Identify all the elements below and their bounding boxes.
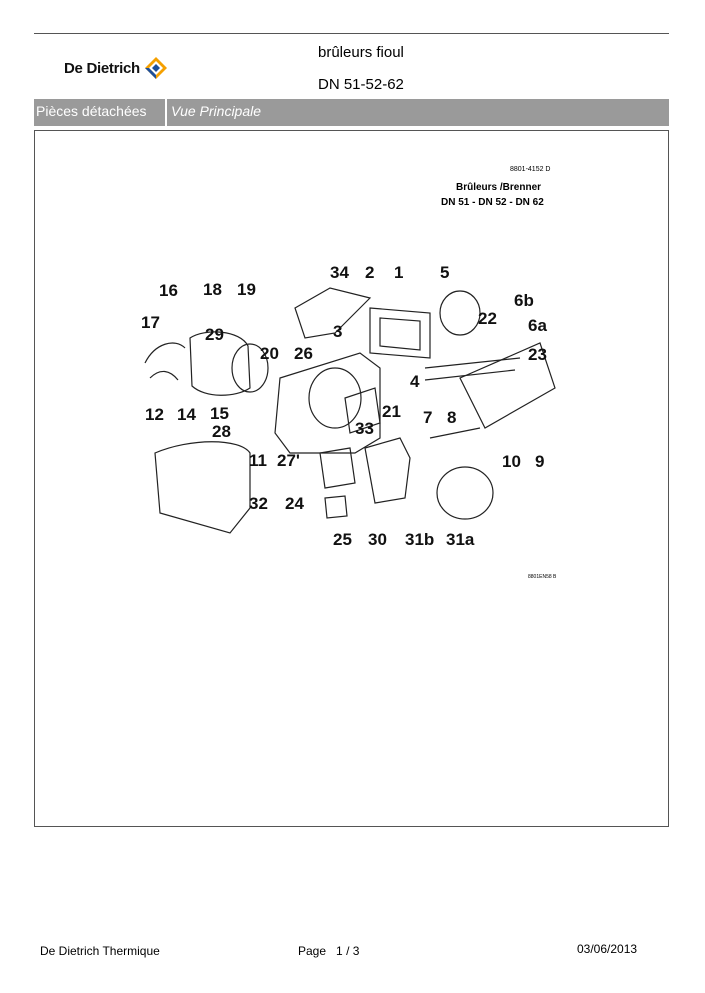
part-label: 19 — [237, 280, 256, 299]
section-bar: Pièces détachées Vue Principale — [34, 99, 669, 126]
logo-diamond-icon — [144, 57, 167, 79]
page-separator: / — [346, 944, 350, 958]
control-box — [364, 437, 411, 504]
part-label: 29 — [205, 325, 224, 344]
part-label: 24 — [285, 494, 304, 513]
drawing-code: 8801EN58 B — [528, 574, 557, 580]
section-label: Pièces détachées — [36, 103, 147, 119]
footer-company: De Dietrich Thermique — [40, 944, 160, 958]
part-callouts: 34 2 1 5 16 18 19 6b 17 29 3 22 6a 20 26… — [141, 263, 547, 549]
footer-date: 03/06/2013 — [577, 942, 638, 956]
doc-subtitle: DN 51-52-62 — [318, 76, 404, 93]
page-total: 3 — [352, 944, 360, 958]
part-label: 15 — [210, 404, 229, 423]
part-label: 33 — [355, 419, 374, 438]
part-label: 27' — [277, 451, 300, 470]
part-label: 16 — [159, 281, 178, 300]
part-label: 28 — [212, 422, 231, 441]
part-label: 5 — [440, 263, 449, 282]
blast-tube — [459, 342, 556, 429]
part-label: 17 — [141, 313, 160, 332]
part-label: 2 — [365, 263, 374, 282]
drawing-ref: 8801-4152 D — [510, 166, 551, 173]
part-label: 9 — [535, 452, 544, 471]
electronic-box — [344, 387, 381, 434]
fan-wheel — [231, 343, 269, 393]
part-label: 31b — [405, 530, 434, 549]
drawing-title: Brûleurs /Brenner — [456, 182, 542, 193]
part-label: 26 — [294, 344, 313, 363]
page-current: 1 — [336, 944, 343, 958]
drawing-frame — [34, 130, 669, 827]
section-divider — [165, 99, 167, 126]
burner-parts-drawing — [144, 287, 556, 534]
view-label: Vue Principale — [171, 103, 262, 119]
part-label: 3 — [333, 322, 342, 341]
header-rule — [34, 33, 669, 34]
logo-text: De Dietrich — [64, 59, 140, 77]
drawing-models: DN 51 - DN 52 - DN 62 — [441, 197, 544, 208]
part-label: 32 — [249, 494, 268, 513]
part-label: 21 — [382, 402, 401, 421]
oil-pump — [319, 447, 356, 489]
electrode-rods — [424, 357, 521, 439]
part-label: 14 — [177, 405, 196, 424]
part-label: 8 — [447, 408, 456, 427]
part-label: 6b — [514, 291, 534, 310]
part-label: 34 — [330, 263, 349, 282]
part-label: 25 — [333, 530, 352, 549]
gasket-plates — [369, 307, 431, 359]
brand-logo: De Dietrich — [64, 56, 168, 80]
page-indicator: Page 1 / 3 — [298, 944, 359, 958]
pump-lines — [144, 342, 186, 381]
part-label: 6a — [528, 316, 547, 335]
burner-housing — [274, 352, 381, 454]
page-label: Page — [298, 944, 327, 958]
part-label: 18 — [203, 280, 222, 299]
top-cover — [294, 287, 372, 339]
doc-title: brûleurs fioul — [318, 44, 404, 61]
part-label: 10 — [502, 452, 521, 471]
connector-block — [324, 495, 348, 519]
part-label: 12 — [145, 405, 164, 424]
exploded-view-diagram: 34 2 1 5 16 18 19 6b 17 29 3 22 6a 20 26… — [141, 263, 556, 549]
part-label: 23 — [528, 345, 547, 364]
fan-motor — [189, 331, 251, 396]
air-damper — [436, 466, 494, 520]
flange-ring — [439, 290, 481, 336]
protective-cover — [154, 441, 251, 534]
housing-port — [308, 367, 362, 429]
part-label: 1 — [394, 263, 403, 282]
part-label: 11 — [249, 451, 267, 470]
part-label: 7 — [423, 408, 432, 427]
part-label: 22 — [478, 309, 497, 328]
part-label: 30 — [368, 530, 387, 549]
part-label: 31a — [446, 530, 475, 549]
part-label: 20 — [260, 344, 279, 363]
part-label: 4 — [410, 372, 420, 391]
